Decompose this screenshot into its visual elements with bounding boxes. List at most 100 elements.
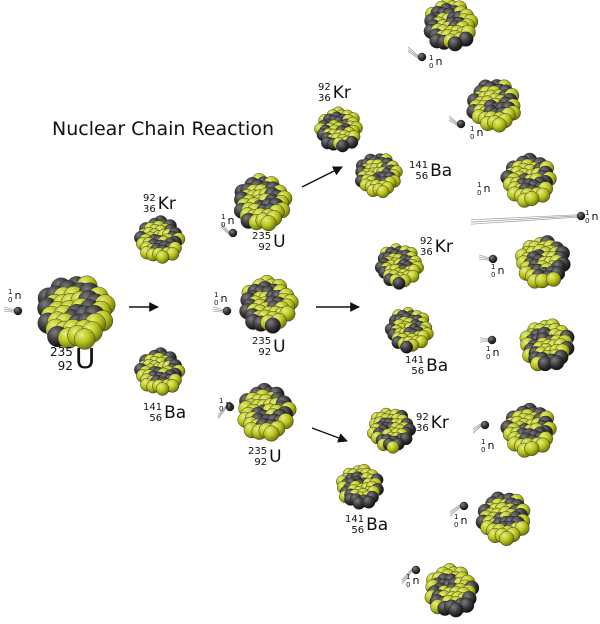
- mass-number: 1: [491, 262, 496, 271]
- uranium-nucleus-3d: [515, 235, 571, 289]
- krypton-nucleus-2a: [314, 106, 363, 153]
- reaction-arrow-2a: [301, 166, 343, 188]
- atomic-number: 0: [406, 580, 411, 589]
- krypton-nucleus-2c: [367, 407, 416, 454]
- atomic-number: 0: [585, 216, 590, 225]
- atomic-number: 0: [454, 520, 459, 529]
- element-symbol: n: [225, 398, 233, 411]
- atomic-number: 56: [149, 413, 163, 424]
- atomic-number: 0: [491, 270, 496, 279]
- neutron-2e: [479, 335, 497, 345]
- barium-nucleus-1: [134, 347, 186, 396]
- element-symbol: n: [412, 574, 420, 587]
- mass-number: 141: [409, 160, 429, 171]
- atomic-number: 0: [486, 352, 491, 361]
- uranium-nucleus-3a: [423, 0, 479, 52]
- element-symbol: Ba: [426, 355, 449, 376]
- atomic-number: 0: [214, 298, 219, 307]
- neutron-2g: [449, 501, 469, 517]
- mass-number: 235: [252, 336, 272, 347]
- mass-number: 1: [429, 53, 434, 62]
- element-symbol: n: [497, 264, 505, 277]
- element-symbol: Kr: [157, 193, 176, 214]
- element-symbol: U: [273, 231, 286, 252]
- element-symbol: n: [14, 289, 22, 302]
- atomic-number: 56: [411, 366, 425, 377]
- atomic-number: 0: [219, 404, 224, 413]
- element-symbol: Kr: [430, 412, 449, 433]
- mass-number: 235: [50, 345, 73, 359]
- atomic-number: 92: [57, 359, 73, 373]
- element-symbol: Ba: [430, 160, 453, 181]
- uranium-nucleus-initial: [37, 275, 116, 350]
- uranium-nucleus-3e: [519, 318, 575, 372]
- neutron-2b: [448, 115, 466, 129]
- mass-number: 1: [477, 180, 482, 189]
- barium-nucleus-2c: [336, 463, 384, 510]
- mass-number: 1: [486, 344, 491, 353]
- uranium-nucleus-2a: [233, 173, 293, 232]
- element-symbol: U: [273, 336, 286, 357]
- element-symbol: n: [492, 346, 500, 359]
- atomic-number: 56: [415, 171, 429, 182]
- mass-number: 1: [219, 396, 224, 405]
- atomic-number: 36: [416, 423, 429, 434]
- neutron-2c: [470, 211, 586, 225]
- atomic-number: 0: [470, 132, 475, 141]
- barium-nucleus-2b: [384, 307, 434, 354]
- barium-nucleus-2a: [354, 153, 403, 199]
- neutron-2a: [407, 46, 427, 62]
- mass-number: 1: [481, 437, 486, 446]
- neutron-incoming: [3, 306, 23, 316]
- mass-number: 1: [8, 287, 13, 296]
- mass-number: 141: [345, 514, 365, 525]
- element-symbol: U: [269, 446, 282, 467]
- neutron-1a: [220, 222, 238, 238]
- element-symbol: n: [487, 439, 495, 452]
- uranium-nucleus-3h: [424, 563, 480, 618]
- atomic-number: 36: [318, 93, 331, 104]
- element-symbol: n: [591, 210, 599, 223]
- uranium-nucleus-3c: [500, 152, 557, 208]
- mass-number: 92: [416, 412, 429, 423]
- element-symbol: n: [220, 292, 228, 305]
- neutron-2d: [478, 254, 498, 264]
- element-symbol: n: [460, 514, 468, 527]
- mass-number: 1: [214, 290, 219, 299]
- element-symbol: n: [476, 126, 484, 139]
- atomic-number: 92: [258, 347, 272, 358]
- element-symbol: n: [227, 214, 235, 227]
- atomic-number: 0: [221, 220, 226, 229]
